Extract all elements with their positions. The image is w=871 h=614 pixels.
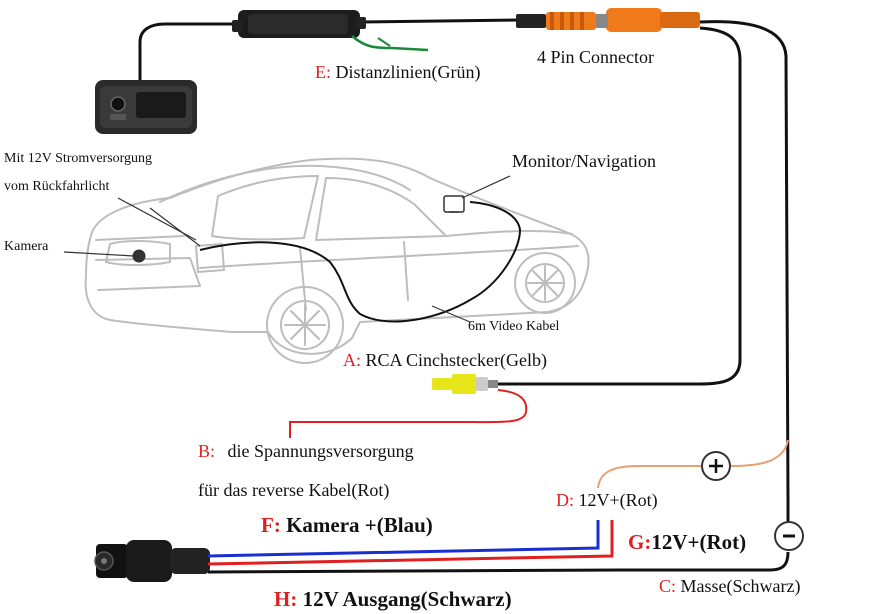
label-e: E: Distanzlinien(Grün) (315, 63, 480, 81)
label-f: F: Kamera +(Blau) (261, 515, 433, 536)
rca-connector (432, 374, 498, 394)
label-kamera: Kamera (4, 239, 49, 254)
minus-terminal-icon (774, 521, 804, 551)
car-monitor-mini (443, 195, 465, 213)
pointer-lines (63, 175, 511, 323)
label-c-letter: C: (659, 576, 677, 596)
label-connector: 4 Pin Connector (537, 47, 654, 67)
orange-wire-d (597, 465, 702, 489)
rear-camera (95, 80, 197, 134)
label-a-letter: A: (343, 350, 361, 370)
red-wire-bottom (207, 520, 614, 566)
power-cable-right (699, 20, 790, 540)
label-c: C: Masse(Schwarz) (659, 577, 800, 595)
black-wire-bottom (207, 551, 790, 574)
label-h-text: 12V Ausgang(Schwarz) (302, 587, 512, 611)
car-roofline (159, 164, 411, 203)
main-cable-top (138, 22, 238, 84)
red-wire-b (289, 389, 528, 438)
car-rear-wheel (266, 286, 344, 364)
label-b-letter: B: (198, 441, 216, 461)
label-c-text: Masse(Schwarz) (680, 576, 801, 596)
label-e-letter: E: (315, 62, 331, 82)
car-sideline (199, 245, 579, 269)
label-g: G:12V+(Rot) (628, 532, 746, 553)
four-pin-connector (516, 8, 700, 32)
label-b: B: die Spannungsversorgung (198, 442, 414, 460)
label-power-line2: vom Rückfahrlicht (4, 179, 110, 194)
label-b-text: die Spannungsversorgung (227, 441, 414, 461)
car-hood (445, 229, 573, 237)
label-h: H: 12V Ausgang(Schwarz) (274, 589, 512, 610)
label-a-text: RCA Cinchstecker(Gelb) (365, 350, 547, 370)
car-window-front (315, 177, 447, 241)
label-f-letter: F: (261, 513, 281, 537)
car-camera-mini (132, 249, 146, 263)
power-plug (94, 540, 210, 582)
car-internal-cable (199, 201, 522, 323)
label-h-letter: H: (274, 587, 298, 611)
label-video-cable: 6m Video Kabel (468, 319, 560, 334)
blue-wire (207, 520, 600, 558)
label-g-letter: G: (628, 530, 652, 554)
label-a: A: RCA Cinchstecker(Gelb) (343, 351, 547, 369)
label-power-line1: Mit 12V Stromversorgung (4, 151, 153, 166)
plus-terminal-icon (701, 451, 731, 481)
label-b-text2: für das reverse Kabel(Rot) (198, 480, 390, 500)
label-f-text: Kamera +(Blau) (286, 513, 433, 537)
label-g-text: 12V+(Rot) (651, 530, 747, 554)
label-monitor: Monitor/Navigation (512, 151, 656, 171)
label-d-text: 12V+(Rot) (578, 490, 658, 510)
inline-module (232, 10, 366, 38)
main-cable-right (485, 26, 742, 386)
label-d: D: 12V+(Rot) (556, 491, 658, 509)
car-door-line (299, 241, 409, 311)
car-front-wheel (514, 252, 576, 314)
car-rear-light (105, 240, 171, 266)
green-wire (351, 35, 429, 52)
label-d-letter: D: (556, 490, 574, 510)
car-illustration (84, 157, 590, 364)
label-e-text: Distanzlinien(Grün) (335, 62, 481, 82)
car-window-rear (211, 175, 319, 241)
